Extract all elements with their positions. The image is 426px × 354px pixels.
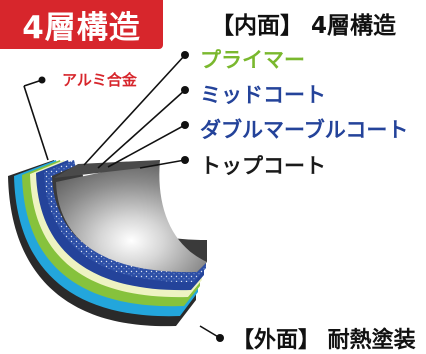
aluminum-alloy-label: アルミ合金 <box>62 71 137 89</box>
badge-text: 4層構造 <box>22 10 141 46</box>
outer-coating-label: 【外面】 耐熱塗装 <box>232 328 416 353</box>
top-coat-layer <box>56 160 207 273</box>
double-marble-coat-label: ダブルマーブルコート <box>200 118 409 142</box>
top-coat-label: トップコート <box>200 154 326 178</box>
inner-structure-title: 【内面】 4層構造 <box>211 13 397 39</box>
structure-badge: 4層構造 <box>0 0 163 49</box>
primer-label: プライマー <box>200 48 305 72</box>
mid-coat-label: ミッドコート <box>200 83 326 107</box>
